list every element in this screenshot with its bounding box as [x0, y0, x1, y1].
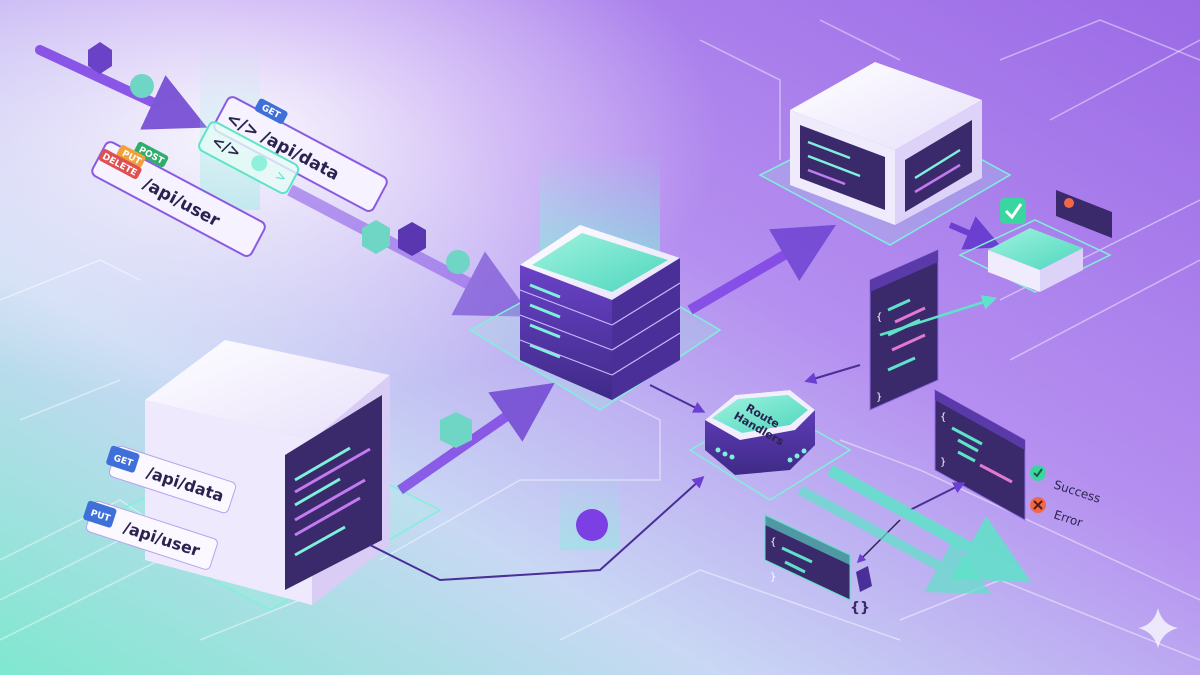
- method-badge-put: [83, 500, 117, 528]
- central-router-server[interactable]: [468, 150, 722, 411]
- data-sphere: [446, 250, 470, 274]
- arrow-to-center: [397, 382, 555, 495]
- method-badge-put: [116, 144, 146, 168]
- check-icon: [1004, 203, 1023, 220]
- code-window-response[interactable]: { }: [934, 389, 1026, 521]
- route-handlers-node[interactable]: Route Handlers: [688, 390, 852, 501]
- method-badge-get: [254, 98, 288, 124]
- sparkle-icon: [1138, 608, 1178, 648]
- code-window-small[interactable]: { } {}: [764, 514, 872, 616]
- data-cube: [362, 220, 390, 254]
- data-cube: [440, 412, 472, 448]
- data-sphere: [130, 74, 154, 98]
- arrow-to-status-box: [948, 216, 1002, 250]
- code-brace: }: [770, 572, 776, 583]
- code-window-vertical[interactable]: { }: [869, 249, 939, 411]
- data-sphere-node: [560, 470, 620, 550]
- x-icon: [1064, 198, 1074, 208]
- arrow-to-top-server: [687, 224, 836, 315]
- data-cube: [88, 42, 112, 74]
- endpoint-card-get-data[interactable]: GET </> /api/data: [212, 84, 394, 213]
- code-brace: {: [940, 412, 946, 423]
- method-badge-get: [106, 445, 140, 473]
- code-brace: }: [876, 392, 882, 403]
- code-brace: {: [770, 537, 776, 548]
- code-brace: {: [876, 312, 882, 323]
- check-badge: [1000, 198, 1026, 224]
- data-cube: [398, 222, 426, 256]
- status-box[interactable]: [958, 190, 1112, 293]
- method-badge-delete: [98, 149, 142, 180]
- braces-icon: {}: [850, 600, 870, 616]
- endpoint-card-code[interactable]: </> >: [197, 120, 300, 195]
- code-brace: }: [940, 457, 946, 468]
- top-right-server[interactable]: [758, 62, 1012, 246]
- method-badge-post: [134, 141, 169, 168]
